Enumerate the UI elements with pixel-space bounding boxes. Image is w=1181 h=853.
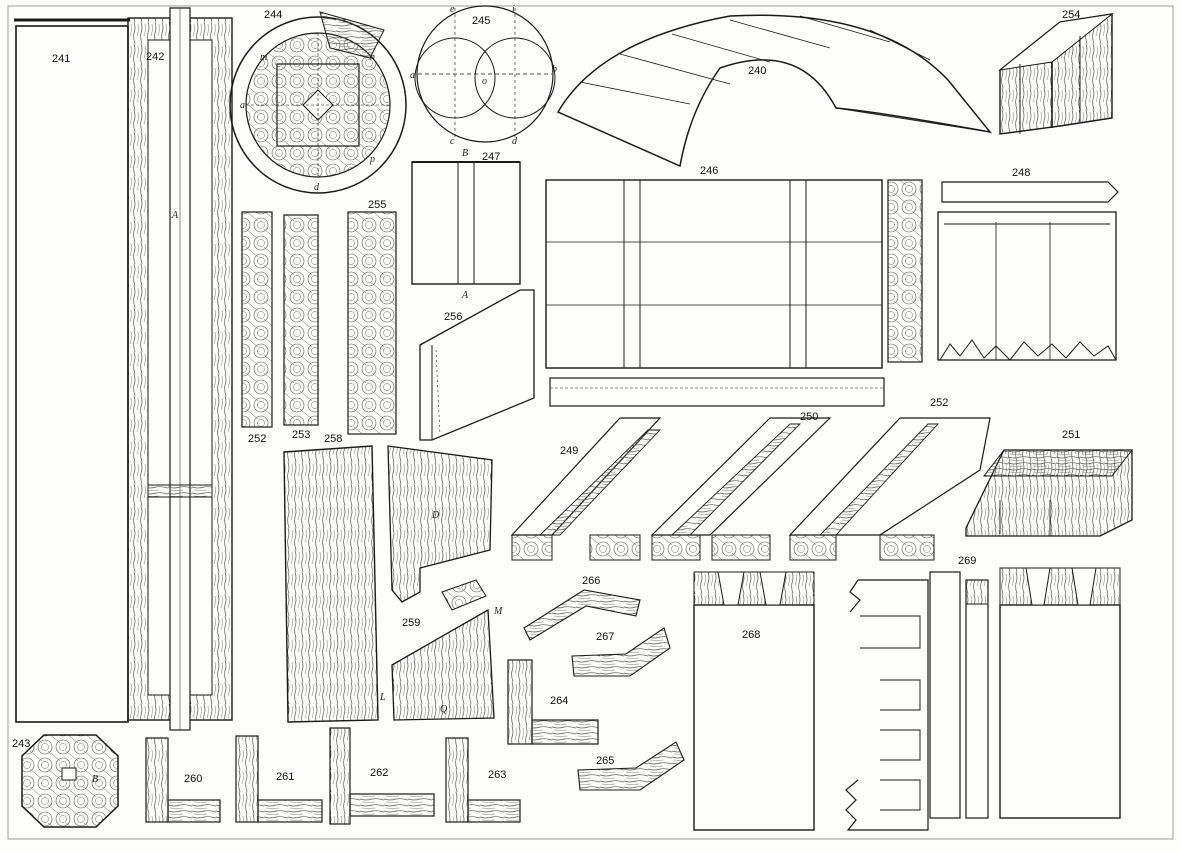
figure-260-scarf-joint — [387, 445, 495, 721]
figure-label-251: 251 — [1062, 429, 1080, 441]
letter-A-242: A — [171, 210, 179, 221]
figure-label-258: 256 — [444, 311, 462, 323]
letter-B-247: B — [462, 148, 468, 159]
letter-d-245: d — [512, 136, 518, 147]
figure-263-corner-joint — [329, 727, 435, 825]
figure-246-battened-boards — [545, 179, 923, 407]
figure-label-249: 249 — [560, 445, 578, 457]
letter-i-245: i — [512, 4, 515, 15]
figure-label-261: 260 — [184, 773, 202, 785]
figure-label-265: 264 — [550, 695, 568, 707]
figure-label-242: 242 — [146, 51, 164, 63]
letter-Q-260: Q — [440, 704, 448, 715]
figure-label-269-joints: 269 — [958, 555, 976, 567]
figure-259-board — [283, 445, 379, 723]
letter-d-244: d — [314, 182, 320, 193]
figure-label-256: 255 — [368, 199, 386, 211]
figure-label-243: 243 — [12, 738, 30, 750]
figure-label-269-board: 268 — [742, 629, 760, 641]
figure-267-mitre — [523, 589, 641, 641]
figure-258-rebated-board — [419, 289, 535, 441]
letter-a-244: a — [240, 100, 245, 111]
figure-265-corner — [507, 659, 599, 745]
figure-248-plank-wall — [937, 181, 1119, 361]
figure-241-panel — [14, 18, 130, 723]
letter-A-247: A — [461, 290, 469, 301]
letter-D-260: D — [431, 510, 440, 521]
figure-253-board — [241, 211, 273, 428]
figure-256-board — [347, 211, 397, 435]
plate-border — [7, 5, 1174, 840]
figure-label-266: 265 — [596, 755, 614, 767]
figure-247-grooved-board — [411, 161, 521, 285]
figure-label-264: 263 — [488, 769, 506, 781]
letter-o-245: o — [482, 76, 487, 87]
letter-B-243: B — [92, 774, 98, 785]
figure-266-mitre — [577, 741, 685, 791]
letter-b-245: b — [552, 64, 557, 75]
figure-250-diagonal-boards — [650, 417, 832, 561]
figure-label-259: 258 — [324, 433, 342, 445]
figure-269-dovetail-board — [693, 571, 815, 831]
figure-245-circles — [414, 5, 556, 143]
letter-n-244: n — [370, 52, 375, 63]
figure-label-260: 259 — [402, 617, 420, 629]
letter-p-244: p — [369, 154, 375, 165]
figure-label-262: 261 — [276, 771, 294, 783]
figure-252-diagonal-boards — [788, 417, 991, 561]
figure-label-248: 248 — [1012, 167, 1030, 179]
letter-a-245: a — [410, 70, 415, 81]
figure-label-263: 262 — [370, 767, 388, 779]
figure-254-board — [283, 214, 319, 426]
figure-251-rebated-block — [965, 449, 1134, 537]
figure-label-253: 252 — [248, 433, 266, 445]
figure-label-244: 244 — [264, 9, 282, 21]
figure-268-mitre — [571, 627, 671, 677]
figure-label-246: 246 — [700, 165, 718, 177]
letter-e-245: e — [450, 4, 455, 15]
letter-L-260: L — [379, 692, 386, 703]
figure-243-octagon — [21, 734, 119, 828]
figure-240-arch — [556, 14, 992, 168]
figure-264-corner-joint — [445, 737, 521, 823]
figure-label-267: 266 — [582, 575, 600, 587]
figure-label-255: 254 — [1062, 9, 1080, 21]
figure-269-finger-joints — [845, 567, 1121, 831]
figure-255-tongue-groove — [998, 13, 1114, 135]
letter-c-245: c — [450, 136, 455, 147]
letter-M-260: M — [493, 606, 503, 617]
figure-label-252: 252 — [930, 397, 948, 409]
figure-261-corner-joint — [145, 737, 221, 823]
figure-label-268: 267 — [596, 631, 614, 643]
figure-244-log-section — [229, 11, 407, 194]
figure-262-corner-joint — [235, 735, 323, 823]
figure-249-diagonal-boards — [510, 417, 662, 561]
figure-label-241: 241 — [52, 53, 70, 65]
figure-label-240: 240 — [748, 65, 766, 77]
figure-242-column — [127, 7, 233, 731]
figure-label-250: 250 — [800, 411, 818, 423]
figure-label-245: 245 — [472, 15, 490, 27]
figure-label-254: 253 — [292, 429, 310, 441]
letter-m-244: m — [260, 52, 267, 63]
figure-label-247: 247 — [482, 151, 500, 163]
